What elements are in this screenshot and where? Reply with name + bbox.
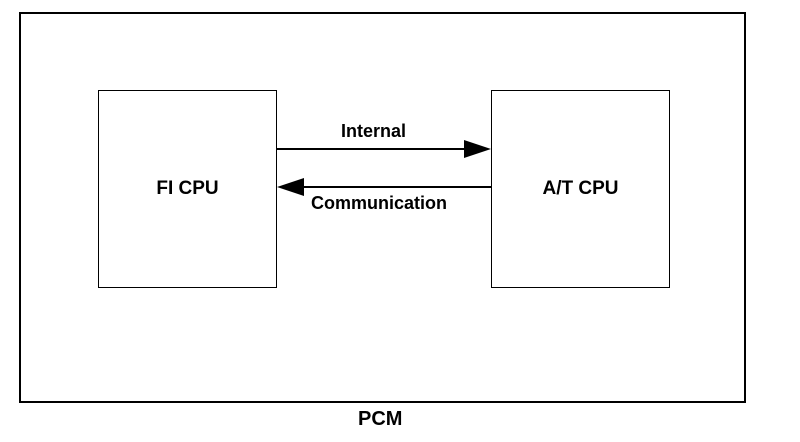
- communication-label: Communication: [311, 193, 448, 213]
- at-cpu-label: A/T CPU: [542, 178, 619, 199]
- fi-cpu-label: FI CPU: [156, 178, 219, 199]
- at-cpu-block: A/T CPU: [491, 90, 670, 288]
- pcm-label: PCM: [358, 408, 403, 430]
- fi-cpu-block: FI CPU: [98, 90, 277, 288]
- internal-label: Internal: [341, 121, 407, 141]
- pcm-container-box: [19, 12, 746, 403]
